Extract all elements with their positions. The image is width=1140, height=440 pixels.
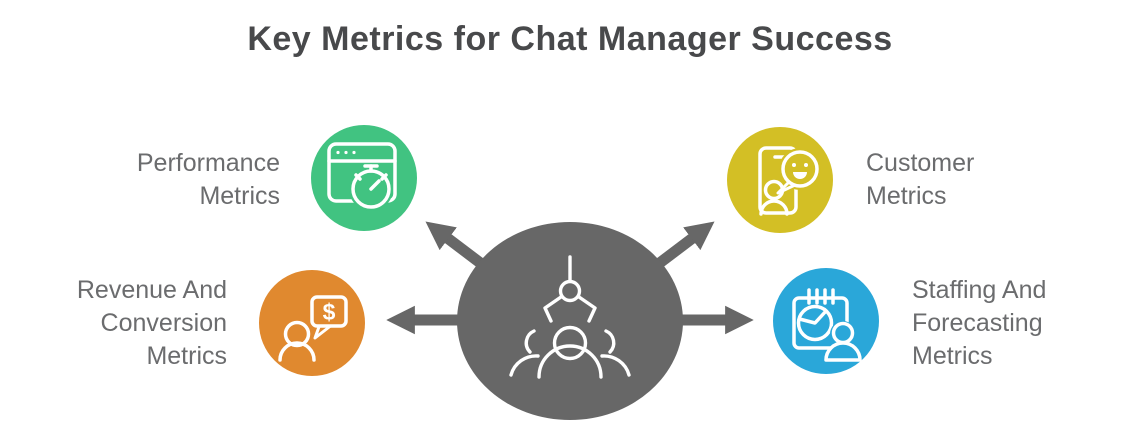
phone-smiley-chat-icon (727, 127, 833, 233)
person-dollar-chat-icon: $ (259, 270, 365, 376)
stopwatch-hand (369, 179, 381, 191)
label-customer-metrics: Customer Metrics (866, 149, 975, 210)
pie-chart (796, 304, 834, 342)
person-right-head (604, 329, 616, 354)
arrow-to-customer (616, 221, 715, 298)
label-staffing-forecasting-metrics: Staffing And Forecasting Metrics (912, 276, 1047, 370)
person-center-head (552, 325, 588, 361)
smiley-eye (792, 163, 796, 167)
node-customer-metrics (727, 127, 833, 233)
person-center-shoulders (537, 344, 603, 379)
smiley-mouth (793, 172, 807, 179)
node-revenue-conversion-metrics: $ (259, 270, 365, 376)
person-right-shoulders (600, 354, 631, 377)
arrow-to-performance (425, 221, 524, 298)
phone-person-shoulders (759, 199, 789, 216)
node-performance-metrics (311, 125, 417, 231)
dollar-sign: $ (323, 299, 336, 325)
person-left-shoulders (509, 354, 540, 377)
person-left-head (524, 329, 536, 354)
smiley-bubble (781, 150, 819, 188)
dollar-bubble (310, 295, 348, 328)
center-hub-circle (457, 222, 683, 420)
pie-slice-lines (797, 309, 828, 325)
browser-dot (336, 150, 340, 155)
node-staffing-forecasting-metrics (773, 268, 879, 374)
browser-stopwatch-icon (311, 125, 417, 231)
claw-right-arm (577, 295, 597, 323)
smiley-eye (804, 163, 808, 167)
label-performance-metrics: Performance Metrics (136, 149, 280, 210)
label-revenue-conversion-metrics: Revenue And Conversion Metrics (76, 276, 227, 370)
claw-over-people-icon (509, 255, 631, 379)
browser-dot (344, 150, 348, 155)
person-head (283, 320, 311, 348)
arrows (386, 221, 754, 335)
browser-dot (352, 150, 356, 155)
stopwatch-face (351, 169, 391, 209)
diagram-title: Key Metrics for Chat Manager Success (247, 20, 893, 58)
person-shoulders (278, 341, 316, 362)
calendar-pie-person-icon (773, 268, 879, 374)
claw-pivot (558, 279, 582, 303)
claw-left-arm (543, 295, 563, 323)
person-shoulders (824, 341, 862, 362)
